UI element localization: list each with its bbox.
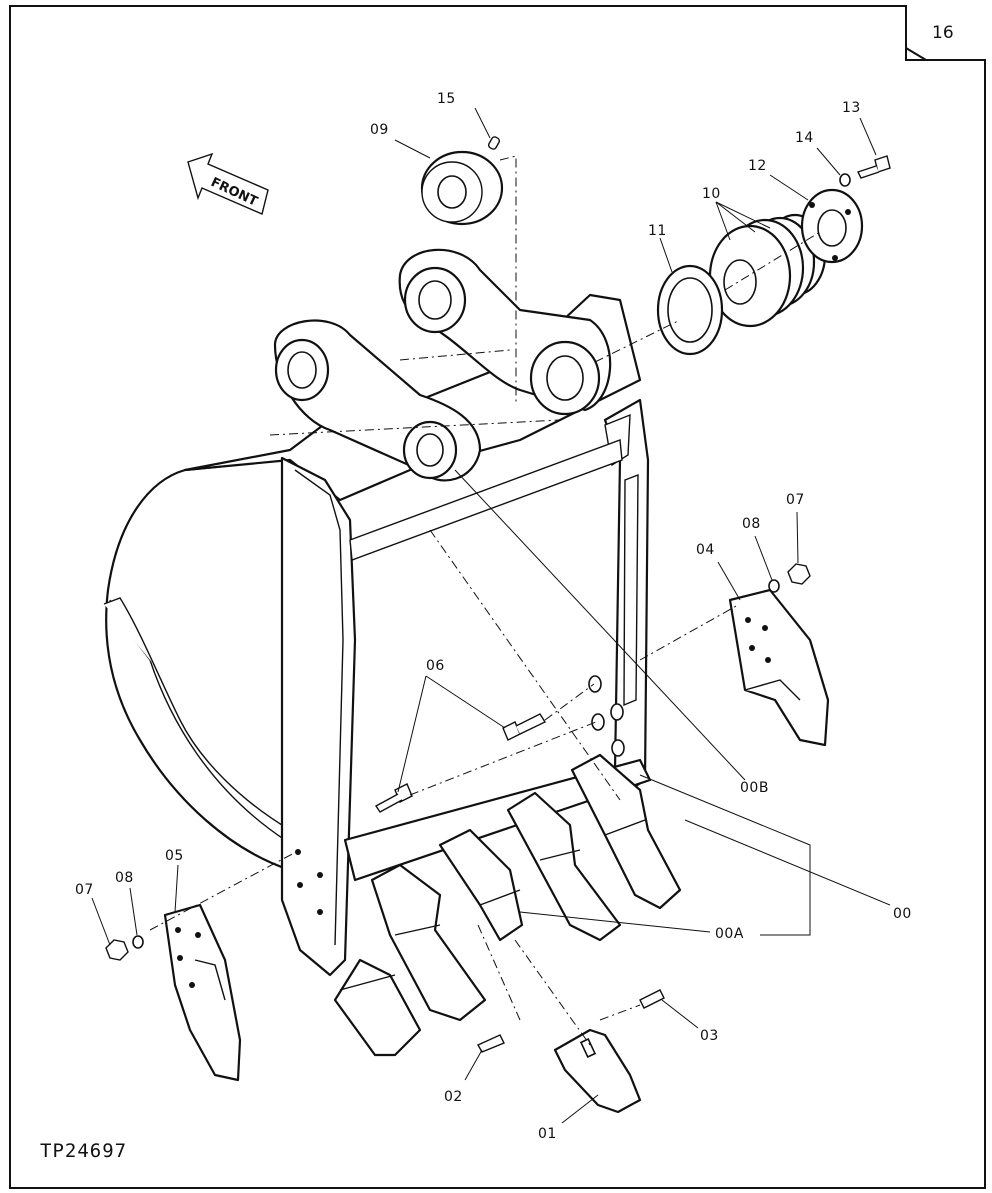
callout-00: 00 bbox=[893, 906, 912, 922]
tooth-retainer bbox=[639, 989, 665, 1009]
tooth-2 bbox=[370, 863, 487, 1022]
callout-labels: 15 09 10 11 12 14 13 07 08 04 06 00B 00 … bbox=[75, 91, 912, 1142]
figure-id: TP24697 bbox=[40, 1140, 127, 1162]
callout-03: 03 bbox=[700, 1028, 719, 1044]
callout-13: 13 bbox=[842, 100, 861, 116]
hardware-right bbox=[768, 563, 811, 593]
alignment-lines bbox=[149, 155, 821, 1046]
nut-left bbox=[105, 939, 129, 961]
callout-00A: 00A bbox=[715, 926, 744, 942]
sheet-tab-line bbox=[905, 48, 926, 61]
callout-07-left: 07 bbox=[75, 882, 94, 898]
leader-lines bbox=[91, 107, 891, 1124]
tooth-4 bbox=[506, 791, 622, 942]
boss-right-front-bore bbox=[546, 355, 584, 401]
callout-08-left: 08 bbox=[115, 870, 134, 886]
side-plate-holes bbox=[295, 675, 625, 915]
callout-14: 14 bbox=[795, 130, 814, 146]
cover-plate-12 bbox=[800, 188, 864, 264]
tooth-5 bbox=[570, 753, 682, 910]
washer-left bbox=[132, 935, 144, 949]
bolt-lower bbox=[374, 783, 413, 813]
callout-07-right: 07 bbox=[786, 492, 805, 508]
side-cutter-left bbox=[163, 903, 242, 1082]
sheet-number: 16 bbox=[932, 23, 954, 43]
boss-left-rear-bore bbox=[287, 351, 317, 389]
callout-10: 10 bbox=[702, 186, 721, 202]
callout-05: 05 bbox=[165, 848, 184, 864]
callout-04: 04 bbox=[696, 542, 715, 558]
left-side-plate-inner bbox=[294, 469, 344, 946]
washer-14 bbox=[839, 173, 851, 187]
right-side-plate-slot bbox=[623, 473, 639, 707]
washer-right bbox=[768, 579, 780, 593]
tooth-1 bbox=[333, 958, 422, 1057]
callout-02: 02 bbox=[444, 1089, 463, 1105]
page-frame bbox=[9, 5, 986, 1189]
bucket-shell bbox=[105, 458, 292, 872]
grease-fitting-15 bbox=[487, 136, 501, 150]
bucket-shell-lip bbox=[103, 597, 291, 831]
callout-15: 15 bbox=[437, 91, 456, 107]
side-cutter-right bbox=[728, 588, 830, 747]
plate-11 bbox=[656, 264, 724, 356]
callout-06: 06 bbox=[426, 658, 445, 674]
loose-tooth-tip bbox=[553, 1028, 642, 1114]
boss-right-rear-bore bbox=[418, 280, 452, 320]
front-arrow: FRONT bbox=[187, 152, 269, 215]
callout-08-right: 08 bbox=[742, 516, 761, 532]
bucket-teeth bbox=[333, 753, 682, 1114]
cross-member bbox=[349, 439, 623, 561]
mounting-lugs bbox=[273, 248, 612, 482]
bushing-09 bbox=[420, 150, 504, 226]
callout-00B: 00B bbox=[740, 780, 769, 796]
callout-01: 01 bbox=[538, 1126, 557, 1142]
bolt-13 bbox=[857, 155, 891, 179]
bucket-body bbox=[103, 293, 652, 977]
tooth-3 bbox=[438, 828, 524, 942]
hardware-left bbox=[105, 935, 144, 961]
cutting-edge bbox=[343, 758, 652, 882]
callout-09: 09 bbox=[370, 122, 389, 138]
callout-11: 11 bbox=[648, 223, 667, 239]
callout-12: 12 bbox=[748, 158, 767, 174]
boss-left-front-bore bbox=[416, 433, 444, 467]
tooth-lock-pin bbox=[477, 1034, 505, 1053]
nut-right bbox=[787, 563, 811, 585]
bolt-upper bbox=[502, 713, 547, 741]
